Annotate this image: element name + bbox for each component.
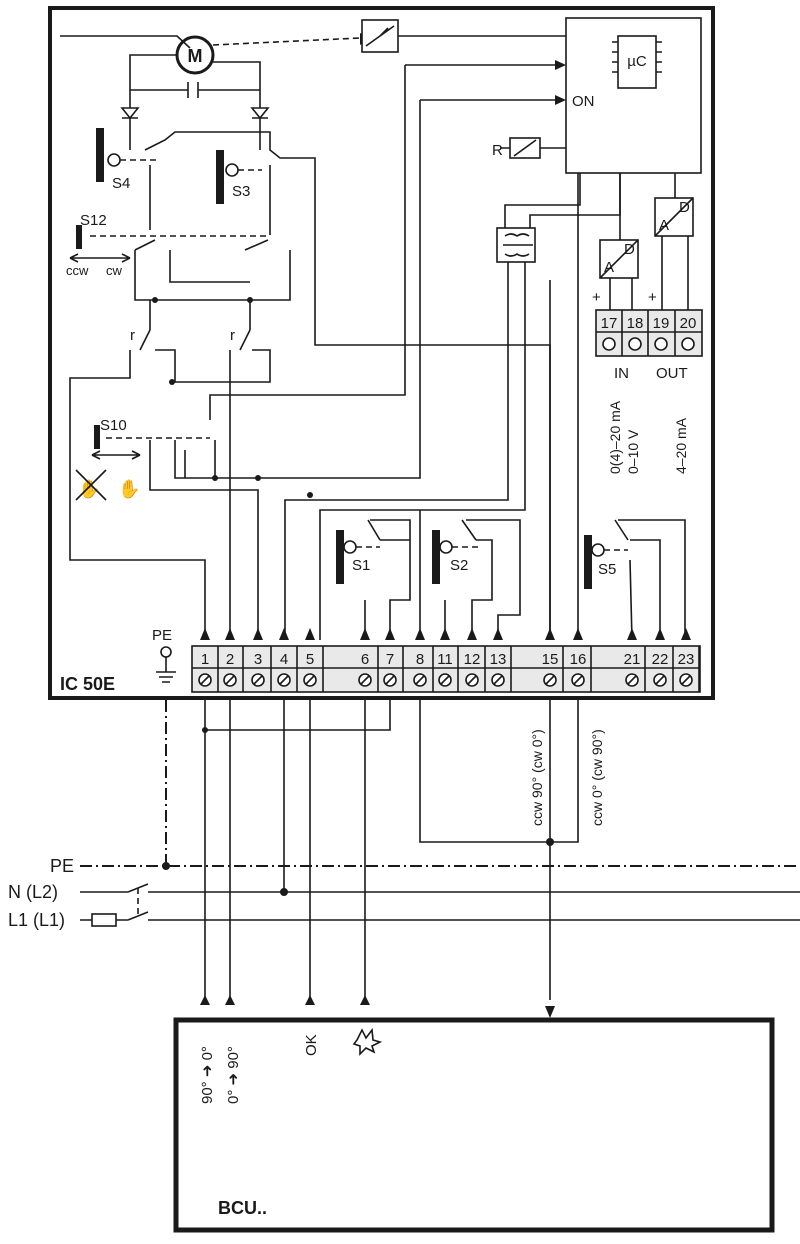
s12-label: S12 [80,212,107,229]
analog-terminal-20: 20 [680,315,697,332]
terminal-1: 1 [201,651,209,668]
terminal-arrow-21 [627,628,637,640]
terminal-arrow-8 [415,628,425,640]
analog-terminal-17: 17 [601,315,618,332]
terminal-4: 4 [280,651,288,668]
terminal-arrow-11 [440,628,450,640]
terminal-arrow-15 [545,628,555,640]
terminal-8: 8 [416,651,424,668]
terminal-21: 21 [624,651,641,668]
s2-label: S2 [450,557,468,574]
terminal-12: 12 [464,651,481,668]
plus-in-label: + [592,289,601,306]
s4-label: S4 [112,175,130,192]
bcu-input-1-label: 90° ➜ 0° [199,1046,216,1104]
s3-label: S3 [232,183,250,200]
ccw-label: ccw [66,263,89,278]
analog-terminal-19: 19 [653,315,670,332]
bcu-unit [173,1017,775,1233]
cw-label: cw [106,263,123,278]
s1-switch-actuator [336,530,344,584]
dac-d-label: D [679,199,690,216]
hand-off-icon: ✋ [78,478,100,499]
supply-l1-label: L1 (L1) [8,910,65,930]
bcu-input-2-label: 0° ➜ 90° [225,1046,242,1104]
pe-label-device: PE [152,627,172,644]
s1-label: S1 [352,557,370,574]
terminal-arrow-1 [200,628,210,640]
device-name: IC 50E [60,674,115,694]
s4-switch-actuator [96,128,104,182]
terminal-3: 3 [254,651,262,668]
terminal-arrow-5 [305,628,315,640]
terminal-5: 5 [306,651,314,668]
wire-label-16: ccw 0° (cw 90°) [589,729,605,826]
relay-label: R [492,142,503,159]
terminal-arrow-2 [225,628,235,640]
terminal-arrow-23 [681,628,691,640]
analog-out-label: OUT [656,365,688,382]
analog-in-spec-2: 0–10 V [625,429,641,474]
bcu-ok-label: OK [303,1034,320,1056]
s12-switch-actuator [76,225,82,249]
terminal-arrow-4 [279,628,289,640]
terminal-arrow-16 [573,628,583,640]
adc-d-label: D [624,241,635,258]
fuse-symbol [91,913,117,927]
r-contact-label-1: r [130,327,135,344]
supply-n-label: N (L2) [8,882,58,902]
terminal-7: 7 [386,651,394,668]
analog-terminal-18: 18 [627,315,644,332]
s10-switch-actuator [94,425,100,449]
r-contact-label-2: r [230,327,235,344]
terminal-22: 22 [652,651,669,668]
s2-switch-actuator [432,530,440,584]
terminal-arrow-7 [385,628,395,640]
plus-out-label: + [648,289,657,306]
adc-a-label: A [604,259,614,276]
analog-in-label: IN [614,365,629,382]
analog-in-spec-1: 0(4)–20 mA [607,400,623,474]
s10-label: S10 [100,417,127,434]
s5-switch-actuator [584,535,592,589]
terminal-13: 13 [490,651,507,668]
terminal-arrow-3 [253,628,263,640]
flame-fault-icon [352,1027,383,1056]
s3-switch-actuator [216,150,224,204]
terminal-2: 2 [226,651,234,668]
analog-out-spec: 4–20 mA [673,417,689,474]
on-label: ON [572,93,595,110]
terminal-arrow-12 [467,628,477,640]
terminal-arrow-22 [655,628,665,640]
motor-label: M [188,46,203,66]
uc-label: µC [627,53,647,70]
wire-label-15: ccw 90° (cw 0°) [529,729,545,826]
terminal-arrows [200,628,691,640]
hand-manual-icon: ✋ [118,478,140,499]
terminal-arrow-6 [360,628,370,640]
terminal-15: 15 [542,651,559,668]
terminal-16: 16 [570,651,587,668]
terminal-23: 23 [678,651,695,668]
dac-a-label: A [659,217,669,234]
s5-label: S5 [598,561,616,578]
terminal-arrow-13 [493,628,503,640]
terminal-6: 6 [361,651,369,668]
bcu-name: BCU.. [218,1198,267,1218]
terminal-11: 11 [437,651,453,668]
supply-pe-label: PE [50,856,74,876]
